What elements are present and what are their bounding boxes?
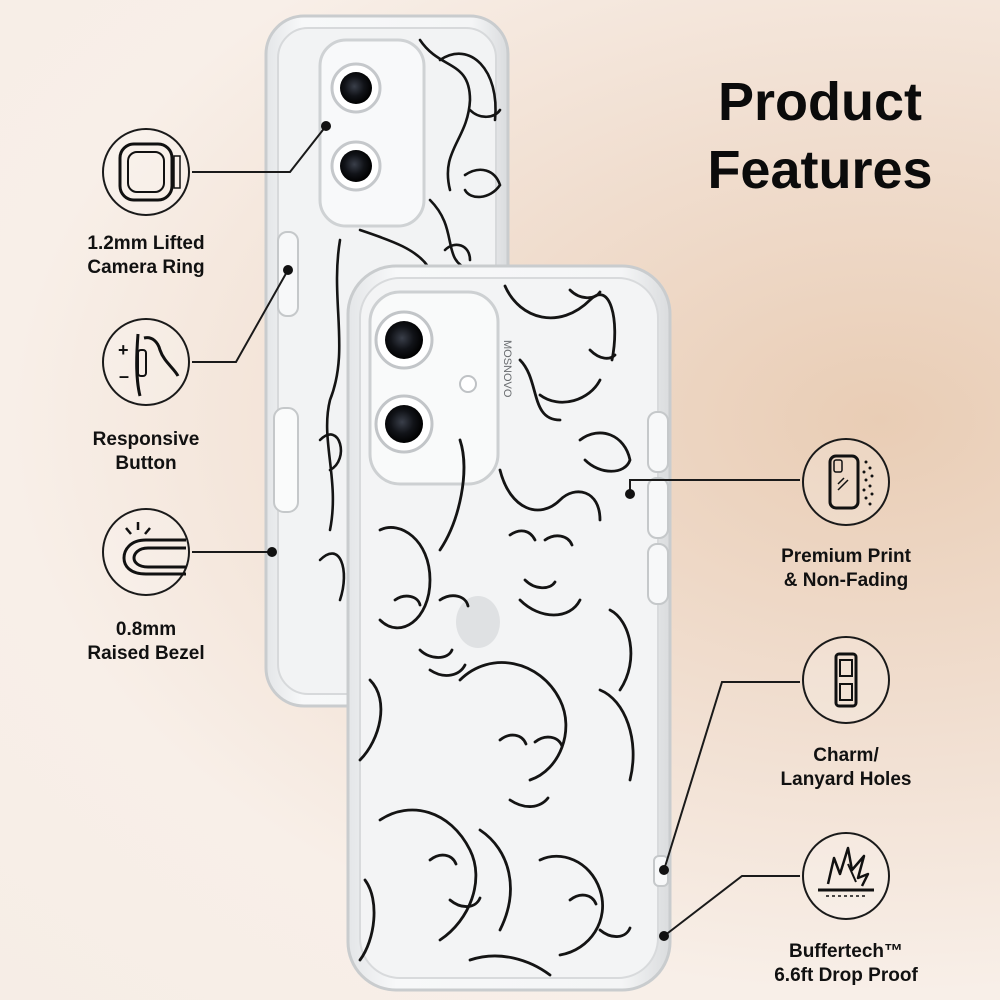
lanyard-holes-line1: Charm/	[813, 745, 879, 766]
pointer-lines	[192, 125, 800, 937]
print-icon	[802, 438, 890, 526]
brand-imprint: MOSNOVO	[501, 340, 513, 398]
camera-ring-line2: Camera Ring	[87, 257, 205, 278]
headline: Product Features	[690, 68, 950, 204]
lanyard-icon	[802, 636, 890, 724]
shock-icon	[802, 832, 890, 920]
camera-ring-icon	[102, 128, 190, 216]
button-icon: + –	[102, 318, 190, 406]
camera-ring-line1: 1.2mm Lifted	[87, 233, 205, 254]
raised-bezel-line2: Raised Bezel	[87, 643, 205, 664]
svg-text:–: –	[119, 366, 129, 386]
drop-proof-line1: Buffertech™	[788, 941, 903, 962]
responsive-button-line2: Button	[115, 453, 177, 474]
headline-line1: Product	[717, 72, 922, 132]
responsive-button-line1: Responsive	[92, 429, 200, 450]
front-phone-case: MOSNOVO	[346, 264, 672, 992]
headline-line2: Features	[707, 140, 933, 200]
drop-proof-line2: 6.6ft Drop Proof	[774, 965, 918, 986]
lanyard-holes-line2: Lanyard Holes	[780, 769, 912, 790]
raised-bezel-line1: 0.8mm	[115, 619, 177, 640]
svg-text:+: +	[118, 340, 129, 360]
premium-print-line1: Premium Print	[781, 546, 911, 567]
premium-print-line2: & Non-Fading	[783, 570, 909, 591]
bezel-icon	[102, 508, 190, 596]
